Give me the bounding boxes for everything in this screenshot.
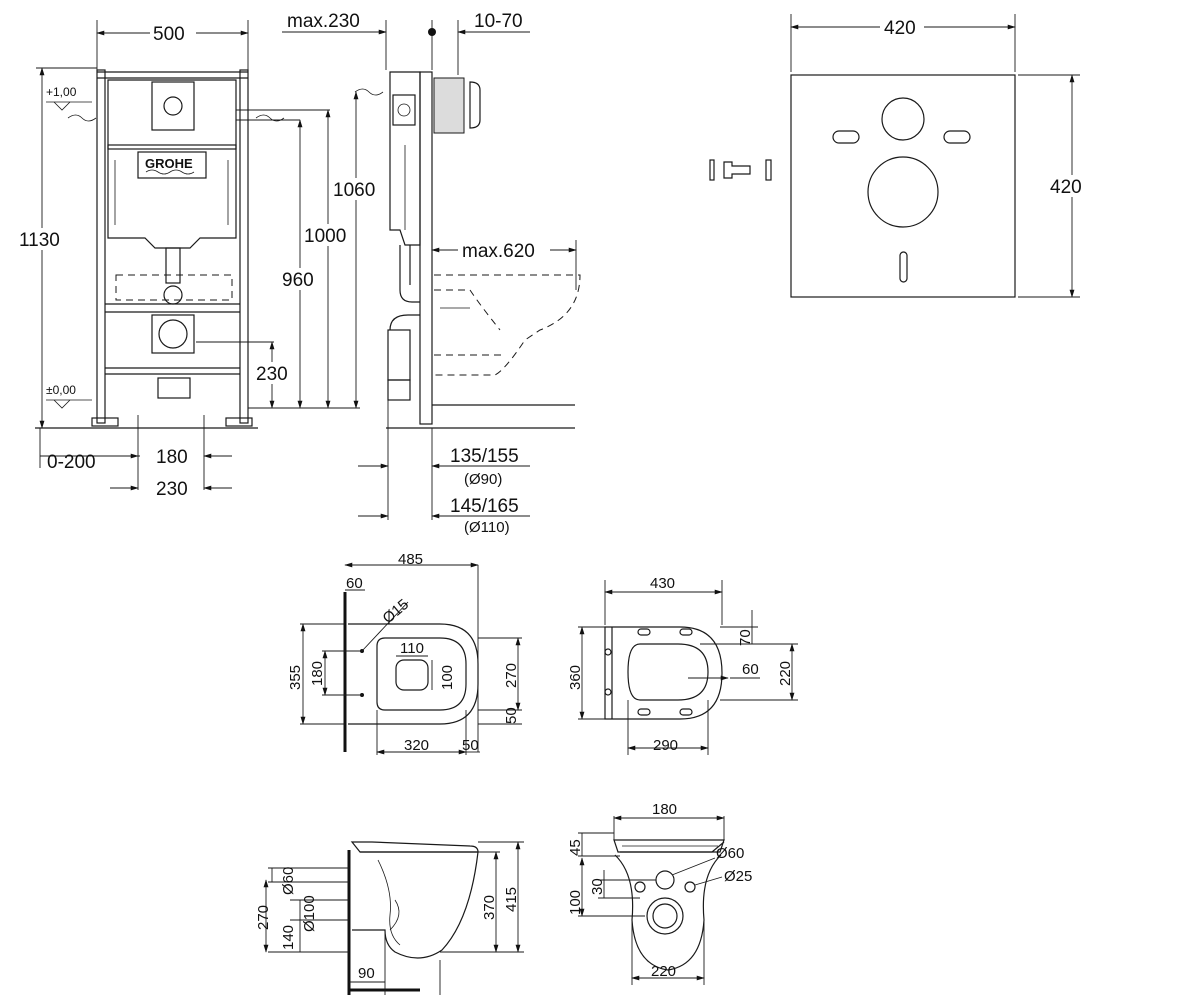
dim-485: 485	[398, 551, 423, 568]
dim-50-right: 50	[503, 707, 520, 724]
dim-dia-25: Ø25	[724, 868, 752, 885]
dim-dia-15: Ø15	[379, 596, 412, 627]
brand-logo: GROHE	[145, 156, 193, 171]
seat-top-view: 430 70 60 220 360 290	[567, 575, 798, 755]
dim-290: 290	[653, 737, 678, 754]
toilet-top-view: 485 60 Ø15 355 180 110 100 270 50 320 50	[287, 551, 522, 755]
dim-max-230: max.230	[287, 11, 360, 32]
dim-180-back: 180	[652, 801, 677, 818]
dim-height-1130: 1130	[19, 230, 60, 251]
dim-1000: 1000	[304, 226, 346, 247]
dim-270-side: 270	[255, 905, 272, 930]
dim-90: 90	[358, 965, 375, 982]
dim-100-back: 100	[567, 890, 584, 915]
dim-180-top: 180	[309, 661, 326, 686]
dim-270-top: 270	[503, 663, 520, 688]
dim-960: 960	[282, 270, 314, 291]
dim-230-height: 230	[256, 364, 288, 385]
dim-dia-110: (Ø110)	[464, 519, 510, 536]
dim-70: 70	[737, 629, 754, 646]
dim-dia-90: (Ø90)	[464, 471, 502, 488]
dim-230-front: 230	[156, 479, 188, 500]
dim-60-top: 60	[346, 575, 363, 592]
pad-width: 420	[884, 18, 916, 39]
dim-355: 355	[287, 665, 304, 690]
dim-dia-60-side: Ø60	[280, 867, 297, 895]
dim-415: 415	[503, 887, 520, 912]
pad-height: 420	[1050, 177, 1082, 198]
level-top: +1,00	[46, 85, 77, 99]
dim-dia-60-back: Ø60	[716, 845, 744, 862]
dim-width-500: 500	[153, 24, 185, 45]
dim-max-620: max.620	[462, 241, 535, 262]
dim-110: 110	[400, 640, 424, 657]
dim-foot-adjust: 0-200	[47, 452, 96, 473]
dim-370: 370	[481, 895, 498, 920]
frame-side-view: max.230 10-70 max.620 135/155 (Ø90) 145/…	[282, 11, 581, 536]
dim-140: 140	[280, 925, 297, 950]
dim-320: 320	[404, 737, 429, 754]
frame-front-view: GROHE 500 1130 +1,00	[18, 20, 380, 500]
dim-430: 430	[650, 575, 675, 592]
dim-10-70: 10-70	[474, 11, 523, 32]
dim-50-bottom: 50	[462, 737, 479, 754]
dim-dia-100: Ø100	[301, 895, 318, 932]
dim-220-seat: 220	[777, 661, 794, 686]
toilet-side-view: Ø60 270 140 Ø100 370 415 90	[255, 841, 524, 995]
dim-145-165: 145/165	[450, 496, 519, 517]
dim-180-front: 180	[156, 447, 188, 468]
dim-45: 45	[567, 839, 584, 856]
toilet-back-view: 180 45 30 100 Ø60 Ø25 220	[567, 801, 752, 985]
dim-100: 100	[439, 665, 456, 690]
dim-135-155: 135/155	[450, 446, 519, 467]
dim-220-back: 220	[651, 963, 676, 980]
dim-360: 360	[567, 665, 584, 690]
dim-1060: 1060	[333, 180, 375, 201]
dim-60-seat: 60	[742, 661, 759, 678]
level-bottom: ±0,00	[46, 383, 76, 397]
dim-30: 30	[589, 878, 606, 895]
sound-insulation-pad: 420 420	[709, 14, 1092, 298]
